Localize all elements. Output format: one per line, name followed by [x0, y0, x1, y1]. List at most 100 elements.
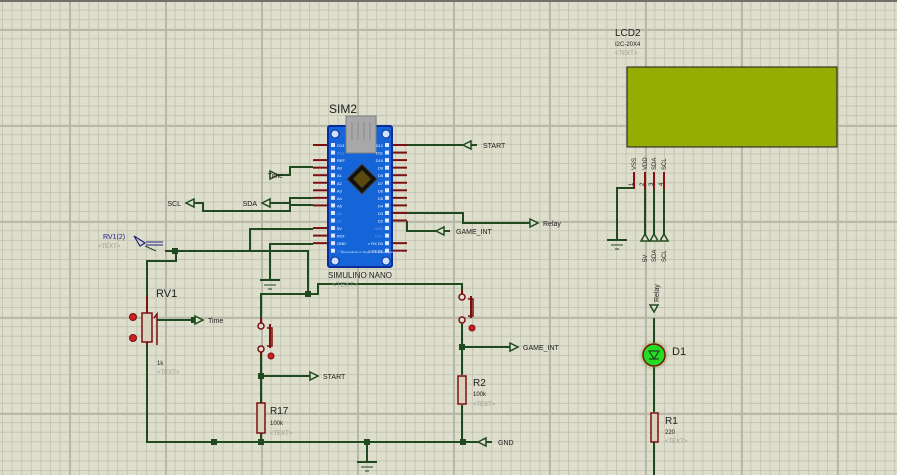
- button-pin-icon[interactable]: [468, 324, 476, 332]
- r1-ref: R1: [665, 416, 678, 427]
- net-terminal-arrow-icon: [476, 436, 487, 448]
- net-sda[interactable]: SDA: [243, 197, 276, 209]
- pin-pad: [385, 180, 389, 185]
- lcd-pin-number: 1: [629, 182, 635, 186]
- rv1-value: 1k: [157, 361, 164, 367]
- r1-value: 220: [665, 430, 676, 436]
- pot-pin-icon[interactable]: [129, 334, 137, 342]
- net-start-arduino[interactable]: START: [461, 139, 506, 151]
- net-scl[interactable]: SCL: [167, 197, 200, 209]
- led-d1[interactable]: D1: [641, 342, 686, 368]
- resistor-r17[interactable]: R17 100k <TEXT>: [256, 402, 293, 437]
- pin-label: A1: [337, 173, 343, 178]
- potentiometer-rv1[interactable]: RV1 1k <TEXT>: [129, 288, 180, 376]
- pin-pad: [385, 143, 389, 147]
- pin-pad: [331, 188, 335, 193]
- net-time-pot[interactable]: Time: [194, 314, 223, 326]
- net-label: GAME_INT: [456, 229, 493, 236]
- net-start-button[interactable]: START: [309, 370, 346, 382]
- usb-detail: [351, 122, 371, 140]
- net-terminal-arrow-icon: [509, 341, 520, 353]
- pin-pad: [331, 226, 335, 231]
- net-terminal-arrow-icon: [269, 169, 280, 181]
- pin-pad: [385, 188, 389, 193]
- net-game-int-arduino[interactable]: GAME_INT: [434, 225, 493, 237]
- wire-scl[interactable]: [186, 202, 313, 212]
- pin-pad: [385, 248, 389, 253]
- wire-5v-bus[interactable]: [165, 250, 309, 294]
- pin-label: RST: [337, 234, 346, 239]
- pin-label: D10: [376, 158, 384, 163]
- pin-label: D9: [378, 166, 384, 171]
- pin-label: D7: [378, 181, 384, 186]
- net-time-arduino[interactable]: Time: [268, 169, 283, 181]
- pin-pad: [331, 241, 335, 246]
- pin-pad: [331, 248, 335, 253]
- pushbutton-start[interactable]: [257, 318, 275, 360]
- net-gnd[interactable]: GND: [476, 436, 514, 448]
- r17-value: 100k: [270, 421, 284, 427]
- pin-label: A6: [337, 211, 343, 216]
- pin-label: D11: [376, 151, 384, 156]
- pin-label: 5V: [337, 226, 342, 231]
- net-label: Time: [268, 173, 283, 180]
- net-label: Relay: [543, 221, 561, 228]
- pin-label: A0: [337, 166, 343, 171]
- arduino-nano[interactable]: SIM2 D133V3REFA0A1A2A3A4A5A6A75VRSTGNDVI…: [313, 102, 407, 289]
- pin-label: REF: [337, 158, 346, 163]
- pin-pad: [385, 233, 389, 238]
- pushbutton-game[interactable]: [458, 290, 476, 332]
- net-terminal-arrow-icon: [194, 314, 205, 326]
- net-relay[interactable]: Relay: [529, 217, 561, 229]
- wire-switch-bus[interactable]: [308, 283, 463, 295]
- wire-game-int[interactable]: [406, 221, 436, 232]
- net-label-relay-led: Relay: [654, 284, 661, 302]
- wire-time[interactable]: [270, 166, 313, 176]
- wire-arduino-gnd[interactable]: [269, 243, 313, 280]
- pin-pad: [331, 158, 335, 163]
- mcu-chip-die: [353, 170, 371, 188]
- button-pin-icon[interactable]: [267, 352, 275, 360]
- pin-pad: [385, 241, 389, 246]
- pin-label: D3: [378, 211, 384, 216]
- pot-wiper-arrow-icon: [153, 311, 158, 345]
- pin-label: D2: [378, 219, 384, 224]
- r1-text: <TEXT>: [665, 439, 688, 445]
- pin-pad: [385, 173, 389, 178]
- probe-text: <TEXT>: [98, 244, 121, 250]
- mount-hole-icon: [381, 129, 391, 139]
- mount-hole-icon: [330, 129, 340, 139]
- junctions: [172, 248, 466, 445]
- resistor-r2[interactable]: R2 100k <TEXT>: [457, 375, 496, 408]
- lcd-net-terminals: [639, 232, 670, 314]
- voltage-probe-rv1[interactable]: RV1(2) <TEXT>: [98, 234, 163, 252]
- lcd-text: <TEXT>: [615, 51, 638, 57]
- wire-relay[interactable]: [407, 212, 530, 224]
- window-top-border: [0, 0, 897, 2]
- pin-label: D4: [378, 203, 384, 208]
- wire-lcd-vss[interactable]: [616, 187, 634, 240]
- pot-pin-icon[interactable]: [129, 313, 137, 321]
- wire-switch1-top[interactable]: [260, 293, 308, 320]
- led-ref: D1: [672, 346, 686, 358]
- arduino-pin-labels: D133V3REFA0A1A2A3A4A5A6A75VRSTGNDVIND12D…: [331, 143, 389, 254]
- rv1-text: <TEXT>: [157, 370, 180, 376]
- diode-arrow-icon: [647, 350, 661, 361]
- lcd-net-label-scl: SCL: [662, 250, 668, 262]
- pin-pad: [385, 165, 389, 170]
- r17-ref: R17: [270, 406, 289, 417]
- resistor-r1[interactable]: R1 220 <TEXT>: [650, 412, 688, 445]
- rv1-ref: RV1: [156, 288, 177, 300]
- ground-symbol-main: [357, 461, 377, 472]
- pin-pad: [331, 210, 335, 215]
- pin-label: < RX D0: [368, 241, 384, 246]
- pin-label: D12: [376, 143, 384, 148]
- wire-5v[interactable]: [249, 228, 313, 251]
- pin-pad: [331, 233, 335, 238]
- pin-pad: [331, 195, 335, 200]
- pin-label: A3: [337, 188, 343, 193]
- net-game-int-button[interactable]: GAME_INT: [509, 341, 560, 353]
- wire-rv1-bottom[interactable]: [146, 340, 463, 443]
